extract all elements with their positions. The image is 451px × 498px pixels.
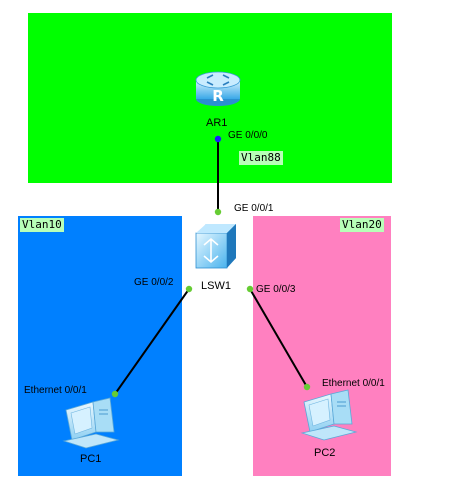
vlan10-zone (18, 216, 182, 476)
port-label-ar1-ge000: GE 0/0/0 (228, 130, 268, 141)
link-lsw1-pc2[interactable] (249, 288, 308, 388)
port-indicator-pc1[interactable] (111, 390, 119, 398)
port-indicator-ar1-ge000[interactable] (214, 135, 222, 143)
svg-text:R: R (212, 87, 224, 105)
router-name: AR1 (206, 117, 228, 129)
port-indicator-pc2[interactable] (303, 383, 311, 391)
pc1-icon[interactable] (62, 397, 120, 449)
router-icon[interactable]: R (195, 71, 241, 106)
switch-name: LSW1 (201, 280, 231, 292)
port-label-lsw1-ge001: GE 0/0/1 (234, 203, 274, 214)
port-label-lsw1-ge003: GE 0/0/3 (256, 284, 296, 295)
vlan10-label: Vlan10 (20, 218, 64, 232)
pc1-name: PC1 (80, 453, 102, 465)
pc2-name: PC2 (314, 447, 336, 459)
port-label-pc1-eth: Ethernet 0/0/1 (24, 385, 87, 396)
pc2-icon[interactable] (300, 389, 358, 441)
vlan20-label: Vlan20 (340, 218, 384, 232)
port-indicator-lsw1-ge003[interactable] (246, 285, 254, 293)
port-indicator-lsw1-ge001[interactable] (214, 208, 222, 216)
port-label-lsw1-ge002: GE 0/0/2 (134, 277, 174, 288)
port-indicator-lsw1-ge002[interactable] (185, 285, 193, 293)
link-lsw1-pc1[interactable] (114, 288, 190, 395)
switch-icon[interactable] (195, 224, 236, 269)
vlan88-label: Vlan88 (239, 151, 283, 165)
port-label-pc2-eth: Ethernet 0/0/1 (322, 378, 385, 389)
